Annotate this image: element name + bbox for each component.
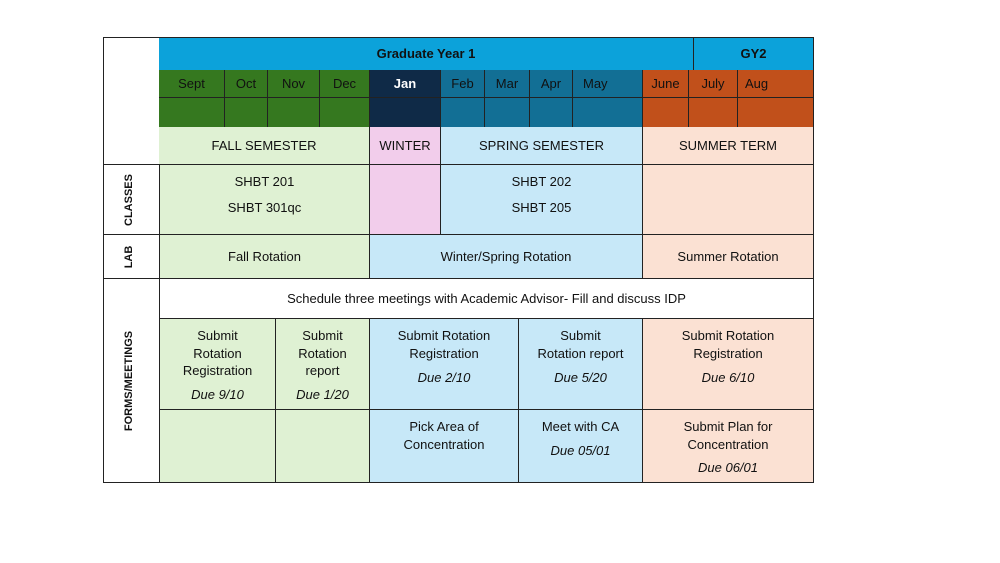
form-line: Concentration	[687, 436, 769, 452]
row-label-classes: CLASSES	[103, 164, 159, 234]
forms-label: FORMS/MEETINGS	[123, 330, 135, 432]
due-date: Due 06/01	[698, 460, 758, 475]
month-bar-apr	[529, 97, 572, 127]
term-fall: FALL SEMESTER	[159, 127, 369, 164]
month-june: June	[642, 70, 688, 97]
lab-fall: Fall Rotation	[159, 234, 369, 278]
classes-summer	[642, 164, 813, 234]
term-corner	[103, 127, 159, 164]
form-line: Registration	[693, 345, 763, 361]
corner-cell	[103, 37, 159, 127]
fall-rotation-report: Submit Rotation report Due 1/20	[275, 318, 369, 409]
month-bar-jan	[369, 97, 440, 127]
fall-empty-2	[275, 409, 369, 482]
month-nov: Nov	[267, 70, 319, 97]
spring-rotation-registration: Submit Rotation Registration Due 2/10	[369, 318, 518, 409]
lab-label: LAB	[123, 245, 135, 269]
meet-with-ca: Meet with CA Due 05/01	[518, 409, 642, 482]
form-line: Pick Area of	[409, 419, 479, 434]
month-bar-nov	[267, 97, 319, 127]
year2-header: GY2	[693, 37, 813, 70]
form-line: Rotation	[193, 345, 242, 361]
due-date: Due 9/10	[191, 386, 244, 402]
form-line: Submit Rotation	[397, 328, 491, 343]
month-bar-mar	[484, 97, 529, 127]
form-line: report	[305, 363, 340, 378]
lab-summer: Summer Rotation	[642, 234, 813, 278]
month-oct: Oct	[224, 70, 267, 97]
year1-header: Graduate Year 1	[159, 37, 693, 70]
form-line: Meet with CA	[541, 419, 620, 434]
month-bar-may	[572, 97, 642, 127]
form-line: Registration	[182, 363, 253, 378]
month-bar-oct	[224, 97, 267, 127]
form-line: Rotation	[298, 345, 347, 361]
fall-empty-1	[159, 409, 275, 482]
lab-winter-spring: Winter/Spring Rotation	[369, 234, 642, 278]
due-date: Due 6/10	[701, 370, 755, 385]
form-line: Submit Plan for	[683, 419, 773, 434]
classes-fall: SHBT 201 SHBT 301qc	[159, 164, 369, 234]
class-shbt-202: SHBT 202	[511, 174, 572, 189]
spring-rotation-report: Submit Rotation report Due 5/20	[518, 318, 642, 409]
form-line: Submit	[302, 328, 343, 343]
summer-rotation-registration: Submit Rotation Registration Due 6/10	[642, 318, 813, 409]
month-jan: Jan	[369, 70, 440, 97]
due-date: Due 5/20	[554, 370, 607, 385]
month-apr: Apr	[529, 70, 572, 97]
pick-area-of-concentration: Pick Area of Concentration	[369, 409, 518, 482]
month-july: July	[688, 70, 737, 97]
month-bar-june	[642, 97, 688, 127]
month-may: May	[572, 70, 642, 97]
month-sept: Sept	[159, 70, 224, 97]
term-summer: SUMMER TERM	[642, 127, 813, 164]
month-bar-feb	[440, 97, 484, 127]
due-date: Due 05/01	[550, 442, 611, 458]
term-winter: WINTER	[369, 127, 440, 164]
row-label-forms: FORMS/MEETINGS	[103, 278, 159, 482]
month-feb: Feb	[440, 70, 484, 97]
form-line: Registration	[409, 345, 479, 361]
form-line: Rotation report	[537, 345, 624, 361]
classes-label: CLASSES	[123, 174, 135, 226]
classes-spring: SHBT 202 SHBT 205	[440, 164, 642, 234]
month-bar-aug	[737, 97, 813, 127]
month-bar-sept	[159, 97, 224, 127]
month-bar-dec	[319, 97, 369, 127]
form-line: Submit	[560, 328, 601, 343]
form-line: Submit	[197, 328, 238, 343]
month-dec: Dec	[319, 70, 369, 97]
form-line: Concentration	[403, 436, 485, 452]
month-aug: Aug	[737, 70, 813, 97]
fall-rotation-registration: Submit Rotation Registration Due 9/10	[159, 318, 275, 409]
month-mar: Mar	[484, 70, 529, 97]
class-shbt-201: SHBT 201	[234, 174, 295, 189]
class-shbt-301qc: SHBT 301qc	[227, 199, 302, 215]
classes-winter	[369, 164, 440, 234]
due-date: Due 1/20	[296, 386, 349, 402]
class-shbt-205: SHBT 205	[511, 199, 572, 215]
term-spring: SPRING SEMESTER	[440, 127, 642, 164]
due-date: Due 2/10	[417, 370, 471, 385]
form-line: Submit Rotation	[681, 328, 775, 343]
row-label-lab: LAB	[103, 234, 159, 278]
submit-plan-for-concentration: Submit Plan for Concentration Due 06/01	[642, 409, 813, 482]
month-bar-july	[688, 97, 737, 127]
advisor-meetings: Schedule three meetings with Academic Ad…	[159, 278, 813, 318]
